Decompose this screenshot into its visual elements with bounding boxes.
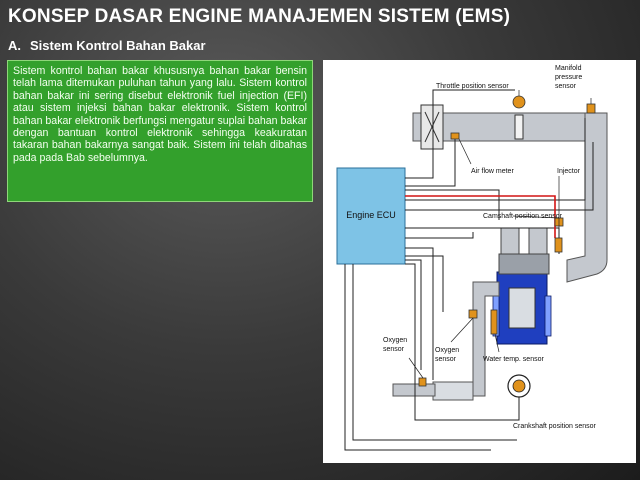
- leader-lines: [408, 90, 592, 420]
- label-manifold-1: Manifold: [555, 65, 582, 72]
- label-manifold-2: pressure: [555, 74, 582, 81]
- slide-title: KONSEP DASAR ENGINE MANAJEMEN SISTEM (EM…: [8, 6, 511, 27]
- piston: [508, 287, 536, 329]
- throttle-position-sensor: [512, 95, 526, 109]
- cylinder-head: [498, 253, 550, 275]
- wiring: [344, 89, 594, 451]
- oxygen-sensor-left: [418, 377, 427, 387]
- catalytic-converter: [432, 381, 474, 401]
- section-letter: A.: [8, 38, 21, 53]
- label-camshaft-position-sensor: Camshaft position sensor: [483, 213, 563, 220]
- section-subtitle: A. Sistem Kontrol Bahan Bakar: [8, 38, 206, 53]
- label-oxygen-sensor-right-2: sensor: [435, 356, 457, 363]
- camshaft-housing-right: [528, 227, 548, 255]
- label-oxygen-sensor-left-2: sensor: [383, 346, 405, 353]
- label-manifold-3: sensor: [555, 83, 577, 90]
- ems-diagram: Engine ECU: [323, 60, 636, 463]
- engine-ecu-label: Engine ECU: [346, 210, 396, 220]
- oxygen-sensor-right: [468, 309, 478, 319]
- label-oxygen-sensor-left-1: Oxygen: [383, 337, 407, 344]
- engine-ecu-box: [336, 167, 406, 265]
- camshaft-housing-left: [500, 227, 520, 255]
- description-text-box: Sistem kontrol bahan bakar khususnya bah…: [7, 60, 313, 202]
- label-oxygen-sensor-right-1: Oxygen: [435, 347, 459, 354]
- tail-pipe: [392, 383, 436, 397]
- air-flow-meter-sensor: [450, 132, 460, 140]
- label-air-flow-meter: Air flow meter: [471, 168, 514, 175]
- manifold-pressure-sensor: [586, 103, 596, 114]
- ems-diagram-svg: Engine ECU: [336, 65, 608, 451]
- label-throttle-position-sensor: Throttle position sensor: [436, 83, 509, 90]
- throttle-body: [514, 114, 524, 140]
- label-injector: Injector: [557, 168, 581, 175]
- label-crankshaft-position-sensor: Crankshaft position sensor: [513, 423, 597, 430]
- intake-pipe: [412, 112, 602, 142]
- intake-manifold: [566, 112, 608, 283]
- label-water-temp-sensor: Water temp. sensor: [483, 356, 544, 363]
- injector: [554, 237, 563, 253]
- water-temp-sensor: [490, 309, 498, 335]
- section-subtitle-text: Sistem Kontrol Bahan Bakar: [30, 38, 206, 53]
